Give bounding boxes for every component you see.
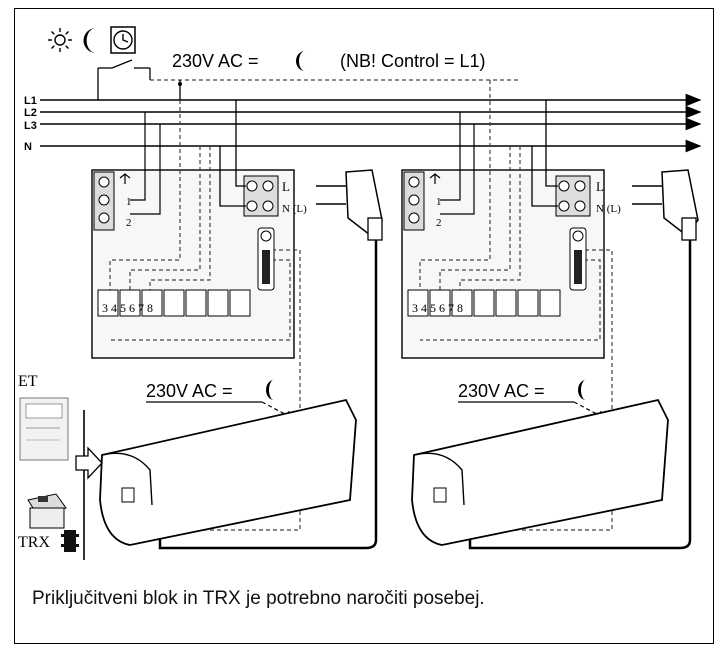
plug-icon — [316, 169, 383, 241]
trx-label: TRX — [18, 534, 50, 551]
caption: Priključitveni blok in TRX je potrebno n… — [32, 588, 485, 609]
clock-icon — [110, 26, 136, 54]
signal-label: 230V AC = — [458, 381, 545, 401]
terminal-n: N (L) — [282, 203, 307, 215]
ground-icon — [429, 173, 441, 184]
bus-label-l2: L2 — [24, 107, 37, 119]
ground-icon — [119, 173, 131, 184]
bus-label-n: N — [24, 141, 32, 153]
pin-numbers: 3 4 5 6 7 8 — [412, 301, 463, 315]
heater-unit-2: 1 2 L N (L) 3 4 5 6 7 8 — [401, 80, 699, 550]
trx-module-icon — [27, 493, 67, 529]
bus-label-l3: L3 — [24, 120, 37, 132]
terminal-1: 1 — [126, 196, 132, 208]
et-module-icon — [19, 397, 69, 461]
bus-lines — [40, 93, 702, 153]
antenna-icon — [61, 530, 79, 552]
et-label: ET — [18, 373, 38, 390]
terminal-2: 2 — [436, 217, 442, 229]
moon-icon — [578, 380, 586, 400]
heater-icon — [99, 398, 357, 546]
sun-icon — [48, 28, 72, 52]
moon-icon — [266, 380, 274, 400]
insert-arrow-icon — [75, 446, 103, 480]
supply-label: 230V AC = — [172, 51, 259, 71]
heater-unit-1: 1 2 L N (L) 3 4 5 6 7 8 — [91, 100, 383, 550]
heater-icon — [411, 398, 669, 546]
plug-icon — [632, 169, 699, 241]
terminal-1: 1 — [436, 196, 442, 208]
signal-label: 230V AC = — [146, 381, 233, 401]
moon-icon — [296, 51, 305, 71]
terminal-l: L — [596, 179, 604, 194]
control-note: (NB! Control = L1) — [340, 51, 486, 71]
terminal-n: N (L) — [596, 203, 621, 215]
terminal-2: 2 — [126, 217, 132, 229]
relay-contact — [97, 59, 151, 100]
moon-icon — [83, 27, 96, 54]
bus-label-l1: L1 — [24, 95, 37, 107]
pin-numbers: 3 4 5 6 7 8 — [102, 301, 153, 315]
terminal-l: L — [282, 179, 290, 194]
